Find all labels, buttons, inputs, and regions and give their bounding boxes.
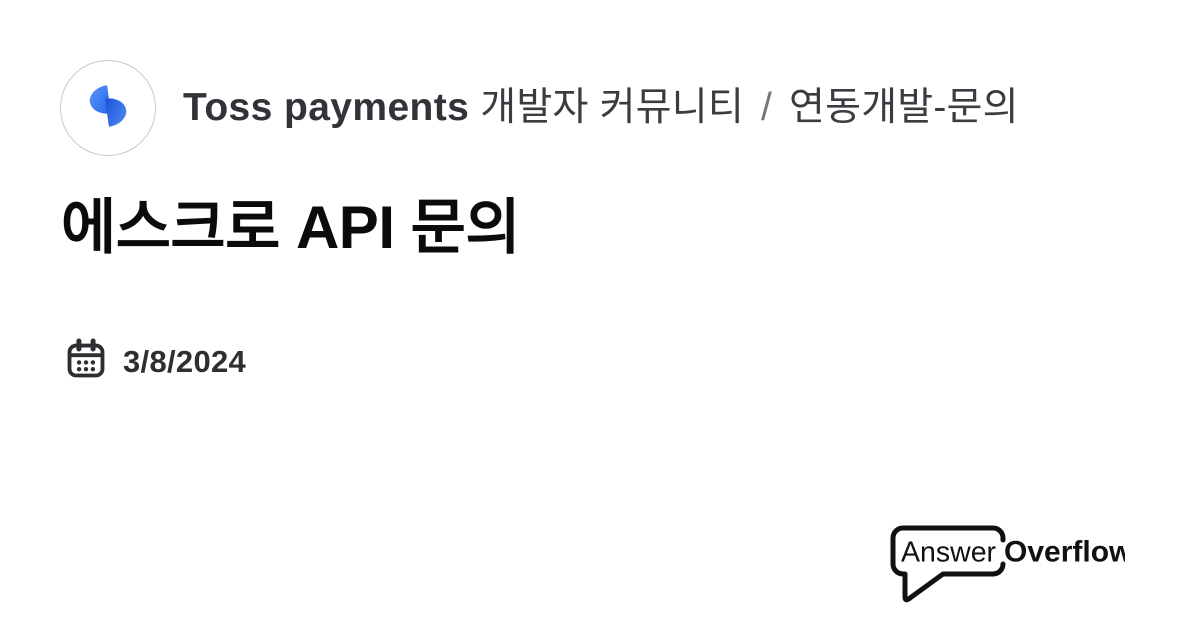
calendar-icon [63,336,109,387]
post-date-row: 3/8/2024 [63,336,246,387]
post-date: 3/8/2024 [123,343,247,379]
community-suffix: 개발자 커뮤니티 [480,86,744,129]
speech-bubble-icon [890,525,1006,603]
toss-payments-logo-icon [77,75,139,142]
breadcrumb-separator: / [760,86,772,129]
toss-payments-avatar [60,60,156,156]
community-breadcrumb: Toss payments 개발자 커뮤니티 / 연동개발-문의 [183,84,1019,132]
brand-word-answer: Answer [901,537,997,569]
answer-overflow-logo: Answer Overflow [885,520,1125,612]
community-brand-name: Toss payments [183,86,470,129]
post-title: 에스크로 API 문의 [61,194,521,261]
channel-name: 연동개발-문의 [789,86,1019,129]
brand-word-overflow: Overflow [1004,536,1125,569]
header-row: Toss payments 개발자 커뮤니티 / 연동개발-문의 [60,60,1019,156]
